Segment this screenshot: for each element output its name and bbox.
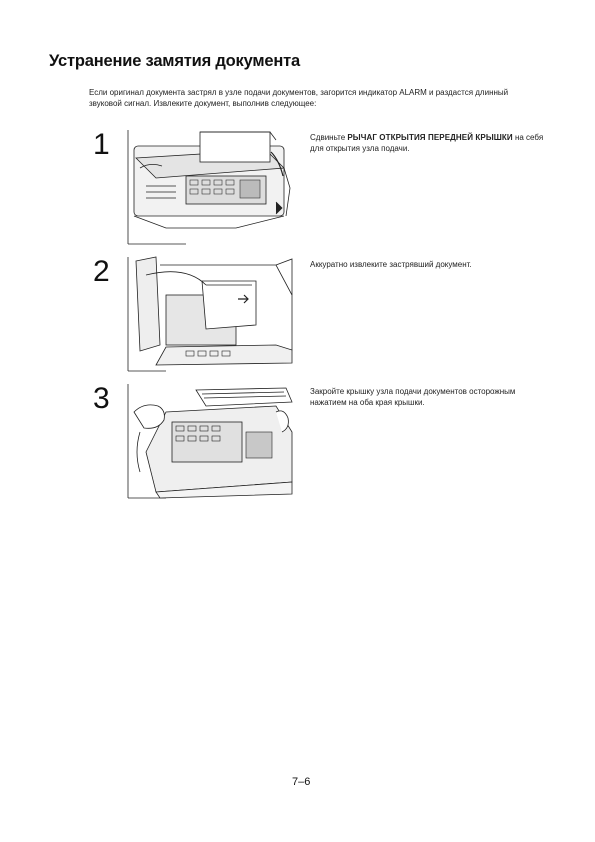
step-instruction: Закройте крышку узла подачи документов о…: [310, 386, 550, 408]
instruction-text: на себя для открытия узла подачи.: [310, 133, 544, 153]
page-number: 7–6: [292, 776, 311, 788]
step-number: 2: [93, 255, 110, 288]
step-instruction: Сдвиньте РЫЧАГ ОТКРЫТИЯ ПЕРЕДНЕЙ КРЫШКИ …: [310, 132, 550, 154]
page-title: Устранение замятия документа: [49, 52, 300, 70]
step-instruction: Аккуратно извлеките застрявший документ.: [310, 259, 550, 270]
step-number: 1: [93, 128, 110, 161]
instruction-text: Закройте крышку узла подачи документов о…: [310, 387, 516, 407]
step-number: 3: [93, 382, 110, 415]
instruction-text: Аккуратно извлеките застрявший документ.: [310, 260, 472, 269]
intro-paragraph: Если оригинал документа застрял в узле п…: [89, 88, 509, 108]
fax-open-lever-illustration: [127, 130, 291, 245]
instruction-text: Сдвиньте: [310, 133, 348, 142]
close-cover-illustration: [127, 384, 293, 499]
lever-label: РЫЧАГ ОТКРЫТИЯ ПЕРЕДНЕЙ КРЫШКИ: [347, 133, 513, 142]
remove-document-illustration: [127, 256, 293, 372]
